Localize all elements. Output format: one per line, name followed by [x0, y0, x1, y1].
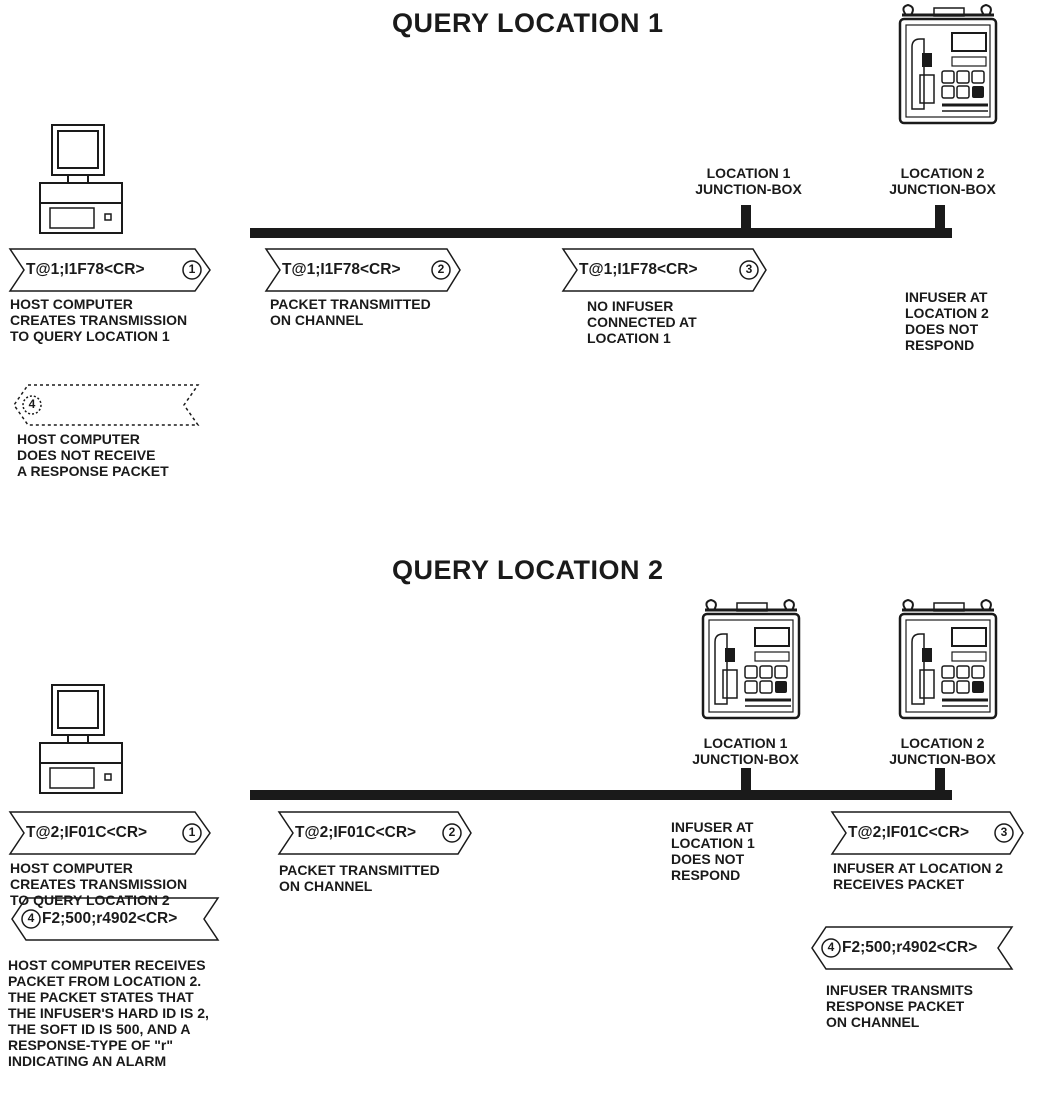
host-computer-icon: [39, 124, 123, 234]
packet-shape: [264, 248, 461, 292]
network-channel-line: [250, 790, 952, 800]
infuser-location1-icon: [701, 598, 801, 720]
host-computer-icon: [39, 684, 123, 794]
step-number: 1: [188, 825, 196, 839]
junction-label-location1: LOCATION 1 JUNCTION-BOX: [695, 165, 802, 197]
section-title: QUERY LOCATION 1: [392, 8, 664, 38]
caption-infuser-no-response: INFUSER AT LOCATION 1 DOES NOT RESPOND: [671, 819, 755, 883]
packet-text: T@2;IF01C<CR>: [295, 824, 417, 841]
packet-shape: [830, 811, 1024, 855]
packet-text: T@1;I1F78<CR>: [282, 261, 401, 278]
junction-label-location2: LOCATION 2 JUNCTION-BOX: [889, 735, 996, 767]
step-number: 4: [827, 940, 835, 954]
junction-drop-location1: [741, 768, 751, 798]
section-title: QUERY LOCATION 2: [392, 555, 664, 585]
caption-infuser-no-response: INFUSER AT LOCATION 2 DOES NOT RESPOND: [905, 289, 989, 353]
caption-host-creates: HOST COMPUTER CREATES TRANSMISSION TO QU…: [10, 296, 188, 344]
step-number: 1: [188, 262, 196, 276]
caption-host-creates: HOST COMPUTER CREATES TRANSMISSION TO QU…: [10, 860, 188, 908]
junction-drop-location1: [741, 205, 751, 235]
caption-infuser-receives: INFUSER AT LOCATION 2 RECEIVES PACKET: [833, 860, 1004, 892]
response-packet-shape: [811, 926, 1014, 970]
caption-no-infuser: NO INFUSER CONNECTED AT LOCATION 1: [587, 298, 697, 346]
packet-text: T@1;I1F78<CR>: [579, 261, 698, 278]
step-number: 4: [27, 911, 35, 925]
junction-drop-location2: [935, 205, 945, 235]
packet-shape: [277, 811, 472, 855]
response-packet-text: F2;500;r4902<CR>: [842, 939, 978, 956]
response-packet-shape: [11, 897, 220, 941]
packet-text: T@2;IF01C<CR>: [848, 824, 970, 841]
step-number: 2: [448, 825, 456, 839]
packet-shape: [561, 248, 767, 292]
junction-drop-location2: [935, 768, 945, 798]
missing-response-packet: [13, 384, 200, 426]
packet-text: T@2;IF01C<CR>: [26, 824, 148, 841]
packet-shape: [8, 248, 211, 292]
response-packet-text: F2;500;r4902<CR>: [42, 910, 178, 927]
caption-host-no-response: HOST COMPUTER DOES NOT RECEIVE A RESPONS…: [17, 431, 169, 479]
caption-host-receives: HOST COMPUTER RECEIVES PACKET FROM LOCAT…: [8, 957, 209, 1069]
step-number: 4: [28, 397, 36, 411]
junction-label-location2: LOCATION 2 JUNCTION-BOX: [889, 165, 996, 197]
packet-shape: [8, 811, 211, 855]
caption-packet-transmitted: PACKET TRANSMITTED ON CHANNEL: [270, 296, 431, 328]
step-number: 3: [745, 262, 753, 276]
step-number: 2: [437, 262, 445, 276]
caption-packet-transmitted: PACKET TRANSMITTED ON CHANNEL: [279, 862, 440, 894]
junction-label-location1: LOCATION 1 JUNCTION-BOX: [692, 735, 799, 767]
network-channel-line: [250, 228, 952, 238]
packet-text: T@1;I1F78<CR>: [26, 261, 145, 278]
caption-infuser-transmits: INFUSER TRANSMITS RESPONSE PACKET ON CHA…: [826, 982, 973, 1030]
step-number: 3: [1000, 825, 1008, 839]
infuser-location2-icon: [898, 3, 998, 125]
infuser-location2-icon: [898, 598, 998, 720]
